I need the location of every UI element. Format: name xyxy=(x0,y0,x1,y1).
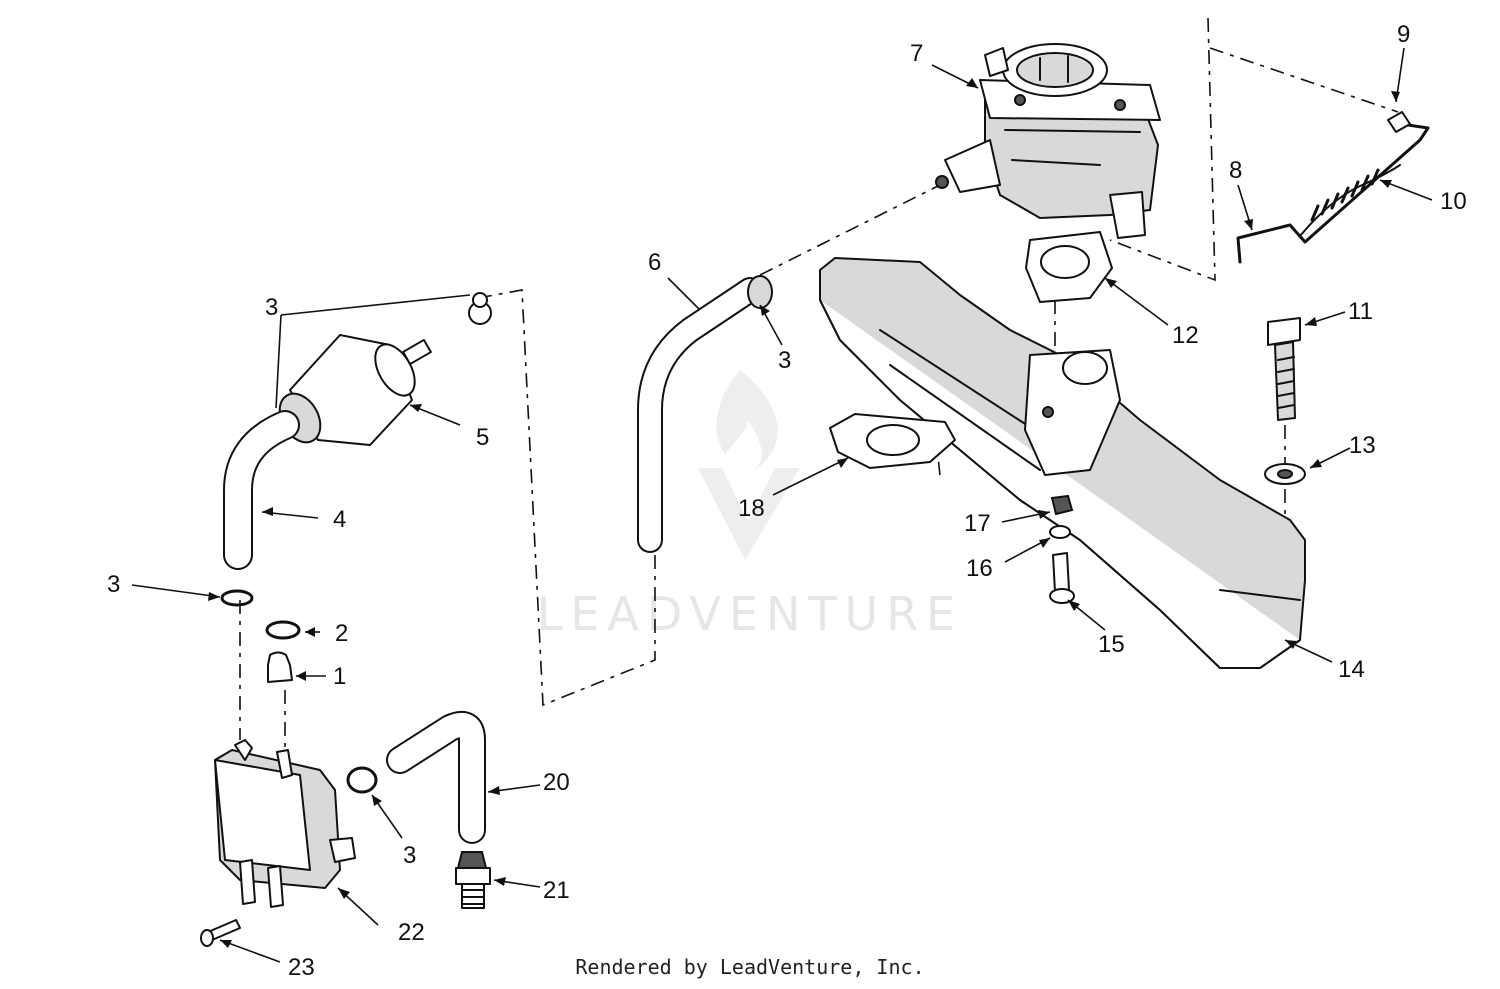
callout-9: 9 xyxy=(1397,21,1410,48)
fuel-hose-carb xyxy=(637,275,773,553)
clamps-and-cap xyxy=(220,589,378,794)
callout-1: 1 xyxy=(333,663,346,690)
callout-23: 23 xyxy=(288,954,315,981)
callout-2: 2 xyxy=(335,620,348,647)
callout-18: 18 xyxy=(738,495,765,522)
fuel-hose-elbow xyxy=(223,410,300,570)
callout-12: 12 xyxy=(1172,322,1199,349)
intake-manifold xyxy=(819,257,1306,669)
leader-lines xyxy=(131,47,1433,963)
callout-3b: 3 xyxy=(778,347,791,374)
fuel-fitting xyxy=(455,851,491,909)
bolt-and-washer xyxy=(1264,317,1306,485)
footer-credit: Rendered by LeadVenture, Inc. xyxy=(575,955,925,979)
callout-5: 5 xyxy=(476,424,489,451)
callout-17: 17 xyxy=(964,510,991,537)
callout-labels: 7 9 8 10 6 3 3 12 11 5 13 18 4 17 16 3 2… xyxy=(107,21,1467,981)
callout-4: 4 xyxy=(333,506,346,533)
carburetor xyxy=(935,43,1161,239)
carburetor-gasket xyxy=(1025,231,1113,303)
callout-20: 20 xyxy=(543,769,570,796)
throttle-linkage xyxy=(1236,111,1430,264)
callout-11: 11 xyxy=(1348,298,1373,325)
fuel-filter xyxy=(278,292,492,446)
callout-21: 21 xyxy=(543,877,570,904)
callout-14: 14 xyxy=(1338,656,1365,683)
callout-3a: 3 xyxy=(265,294,278,321)
watermark-logo xyxy=(698,370,800,560)
watermark-text: LEADVENTURE xyxy=(537,587,964,641)
callout-22: 22 xyxy=(398,919,425,946)
manifold-gasket xyxy=(829,413,956,469)
watermark: LEADVENTURE xyxy=(537,370,964,641)
fuel-pump xyxy=(214,739,356,908)
callout-8: 8 xyxy=(1229,157,1242,184)
callout-3c: 3 xyxy=(107,571,120,598)
pump-screw xyxy=(200,919,241,947)
callout-3d: 3 xyxy=(403,842,416,869)
callout-6: 6 xyxy=(648,249,661,276)
callout-15: 15 xyxy=(1098,631,1125,658)
callout-10: 10 xyxy=(1440,188,1467,215)
stud-washer-nut xyxy=(1049,494,1075,604)
fuel-hose-outlet xyxy=(386,711,486,844)
callout-13: 13 xyxy=(1349,432,1376,459)
callout-7: 7 xyxy=(910,40,923,67)
callout-16: 16 xyxy=(966,555,993,582)
